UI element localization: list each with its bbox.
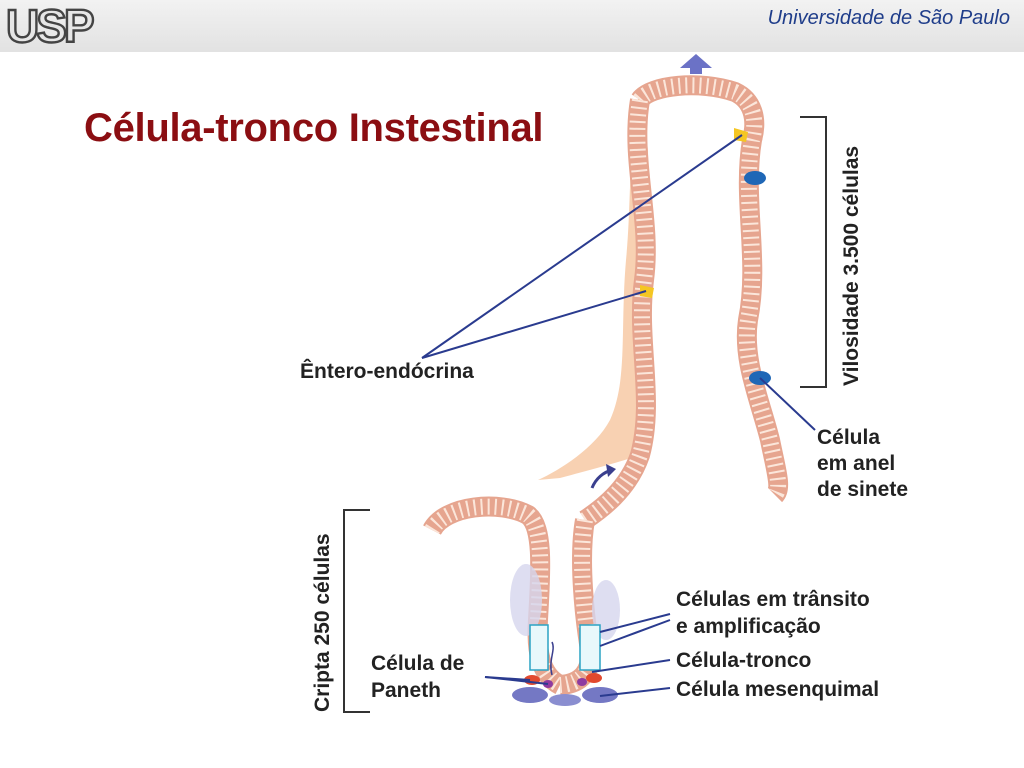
entero-endocrine-cell: [640, 285, 654, 298]
transit-label-line1: Células em trânsito: [676, 588, 870, 611]
small-arrow-icon: [550, 641, 554, 676]
header-bar: USP Universidade de São Paulo: [0, 0, 1024, 52]
paneth-label-line1: Célula de: [371, 652, 464, 675]
transit-label-line2: e amplificação: [676, 615, 821, 638]
stem-cell-label: Célula-tronco: [676, 649, 811, 672]
mesenchymal-cell: [549, 694, 581, 706]
transit-amplifying-cells: [579, 624, 601, 671]
signet-ring-label-line3: de sinete: [817, 478, 908, 501]
migration-arrowhead: [606, 464, 616, 477]
mesenchymal-cell-label: Célula mesenquimal: [676, 678, 879, 701]
mesenchymal-cell: [510, 564, 542, 636]
paneth-cell: [586, 673, 602, 683]
slide-title: Célula-tronco Instestinal: [84, 106, 544, 150]
svg-text:USP: USP: [6, 2, 94, 48]
paneth-label-line2: Paneth: [371, 679, 441, 702]
transit-amplifying-cells: [529, 624, 549, 671]
villus-bracket: [800, 116, 827, 388]
villus-left-wall-inner: [580, 98, 654, 527]
upward-arrow-icon: [680, 54, 712, 74]
lamina-propria: [538, 92, 650, 480]
signet-ring-label-line2: em anel: [817, 452, 895, 475]
university-name: Universidade de São Paulo: [767, 7, 1010, 29]
entero-endocrine-label: Êntero-endócrina: [300, 359, 474, 383]
crypt-bracket: [343, 509, 370, 713]
villus-count-label: Vilosidade 3.500 células: [840, 146, 863, 386]
crypt-count-label: Cripta 250 células: [311, 533, 334, 712]
villus-epithelium: [631, 75, 789, 503]
signet-ring-cell: [744, 171, 766, 185]
mesenchymal-cell: [512, 687, 548, 703]
usp-logo: USP: [5, 2, 98, 48]
stem-cell: [577, 678, 587, 686]
leader-lines: [421, 134, 816, 697]
signet-ring-label-line1: Célula: [817, 426, 880, 449]
